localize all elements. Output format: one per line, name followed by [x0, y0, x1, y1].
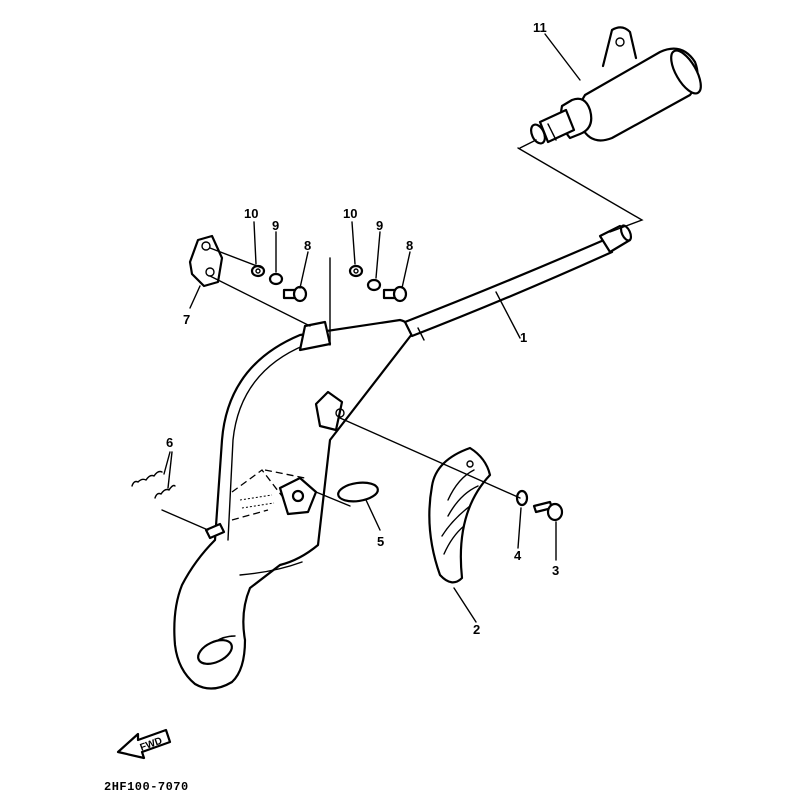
- washer-4: [515, 489, 529, 507]
- fasteners-left: [250, 264, 308, 303]
- callout-4: 4: [514, 548, 522, 563]
- silencer: [530, 26, 702, 145]
- drawing-code: 2HF100-7070: [104, 780, 189, 794]
- callout-9-right: 9: [376, 218, 383, 233]
- callout-6: 6: [166, 435, 173, 450]
- forward-direction-arrow: FWD: [116, 728, 172, 760]
- callout-8-left: 8: [304, 238, 311, 253]
- alignment-lines: [161, 139, 644, 531]
- gasket-ring: [337, 481, 379, 503]
- callout-7: 7: [183, 312, 190, 327]
- bolt-3: [532, 500, 564, 522]
- callout-5: 5: [377, 534, 384, 549]
- bracket: [188, 234, 224, 288]
- callout-11: 11: [533, 20, 547, 35]
- leader-lines: [163, 33, 581, 623]
- fasteners-right: [348, 264, 408, 303]
- callout-10-left: 10: [244, 206, 258, 221]
- exhaust-pipe: [173, 224, 633, 690]
- callout-9-left: 9: [272, 218, 279, 233]
- callout-10-right: 10: [343, 206, 357, 221]
- heat-protector: [428, 446, 492, 584]
- callout-3: 3: [552, 563, 559, 578]
- callout-2: 2: [473, 622, 480, 637]
- callout-numbers: 11 1 2 3 4 5 6 7 10 9 8 10 9 8: [166, 20, 559, 637]
- callout-8-right: 8: [406, 238, 413, 253]
- callout-1: 1: [520, 330, 527, 345]
- springs: [131, 470, 176, 499]
